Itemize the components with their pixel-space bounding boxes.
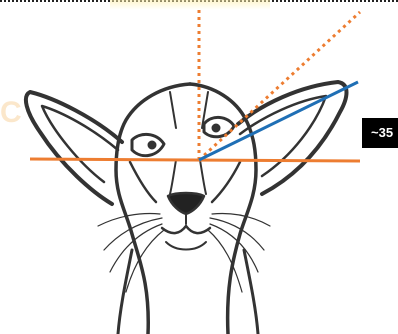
- nose-bridge-right: [200, 160, 206, 194]
- angle-label: ~35: [362, 118, 398, 148]
- left-ear-inner: [42, 106, 118, 182]
- diagonal-reference-guide: [199, 12, 360, 160]
- left-pupil: [148, 141, 156, 149]
- head-outline-right: [190, 84, 256, 334]
- nose: [168, 193, 204, 214]
- whisker-right: [212, 214, 270, 227]
- left-ear-outer: [26, 92, 122, 204]
- forehead-stripe: [170, 92, 176, 128]
- chin: [166, 242, 206, 250]
- mouth: [162, 226, 210, 233]
- neck-right: [244, 250, 258, 334]
- left-cheek-line: [130, 162, 156, 202]
- right-pupil: [212, 124, 220, 132]
- right-cheek-line: [212, 162, 240, 202]
- neck-left: [118, 250, 132, 334]
- horizontal-eye-guide: [30, 159, 360, 161]
- nose-bridge-left: [170, 160, 176, 194]
